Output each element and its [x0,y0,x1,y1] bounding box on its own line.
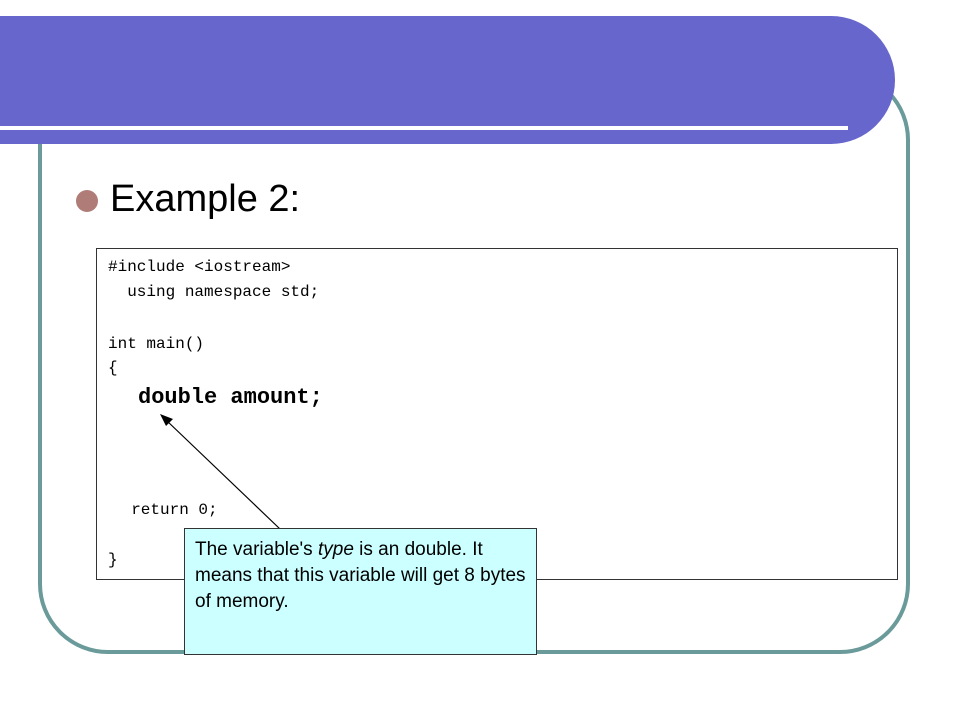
slide-title: Example 2: [110,178,301,220]
callout-text-start: The variable's [195,539,318,560]
header-band [0,16,895,144]
code-line-open-brace: { [108,359,118,377]
type-callout: The variable's type is an double. It mea… [184,528,537,655]
code-line-include: #include <iostream> [108,258,291,276]
bullet-icon [76,190,98,212]
code-line-main: int main() [108,335,205,353]
code-line-close-brace: } [108,551,118,569]
callout-text-emphasis: type [317,539,354,560]
callout-text-end: is an double. It means that this variabl… [195,539,526,612]
code-line-namespace: using namespace std; [108,283,320,301]
header-divider [0,126,848,130]
code-line-return: return 0; [112,501,218,519]
code-line-declaration: double amount; [138,385,323,410]
